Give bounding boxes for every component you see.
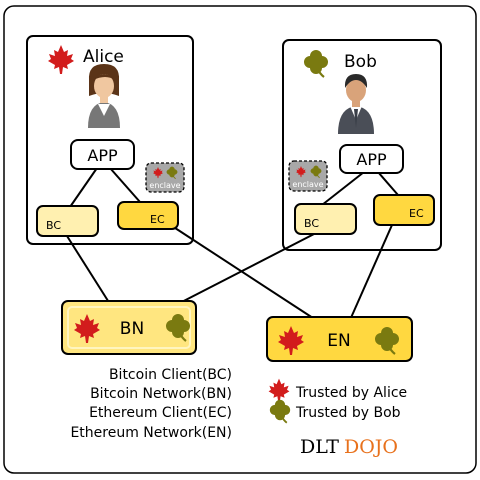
- bn-box: [61, 300, 197, 355]
- alice-bc-box: [36, 205, 99, 237]
- person-male-icon: [338, 74, 374, 134]
- bn-label: BN: [120, 319, 144, 339]
- abbreviation-item: Bitcoin Network(BN): [90, 386, 232, 402]
- bob-app-box: [339, 144, 404, 174]
- alice-ec-label: EC: [150, 213, 165, 226]
- bob-app-label: APP: [356, 150, 387, 169]
- bob-enclave: enclave: [288, 160, 328, 192]
- bob-ec-label: EC: [409, 207, 424, 220]
- bob-enclave-label: enclave: [292, 180, 323, 189]
- alice-ec-box: [117, 201, 179, 230]
- person-female-icon: [88, 64, 120, 128]
- legend: Trusted by Alice Trusted by Bob: [268, 378, 407, 424]
- legend-alice: Trusted by Alice: [295, 385, 407, 401]
- alice-name: Alice: [83, 47, 124, 67]
- bob-name: Bob: [344, 52, 377, 72]
- alice-app-label: APP: [87, 146, 118, 165]
- bob-bc-label: BC: [304, 217, 319, 230]
- legend-bob: Trusted by Bob: [295, 405, 401, 421]
- brand-logo: DLT DOJO: [300, 436, 398, 458]
- alice-bc-label: BC: [46, 219, 61, 232]
- connection-lines: [66, 167, 399, 321]
- brand-dojo: DOJO: [344, 436, 398, 458]
- alice-enclave-label: enclave: [149, 181, 180, 190]
- abbreviation-list: Bitcoin Client(BC) Bitcoin Network(BN) E…: [70, 367, 232, 441]
- brand-dlt: DLT: [300, 436, 339, 458]
- bob-ec-box: [373, 194, 435, 226]
- abbreviation-item: Ethereum Network(EN): [70, 425, 232, 441]
- abbreviation-item: Ethereum Client(EC): [89, 405, 232, 421]
- abbreviation-item: Bitcoin Client(BC): [109, 367, 232, 383]
- bob-bc-box: [294, 203, 357, 235]
- alice-app-box: [70, 139, 135, 170]
- en-box: [266, 316, 413, 362]
- en-label: EN: [327, 331, 350, 351]
- alice-enclave: enclave: [145, 162, 185, 193]
